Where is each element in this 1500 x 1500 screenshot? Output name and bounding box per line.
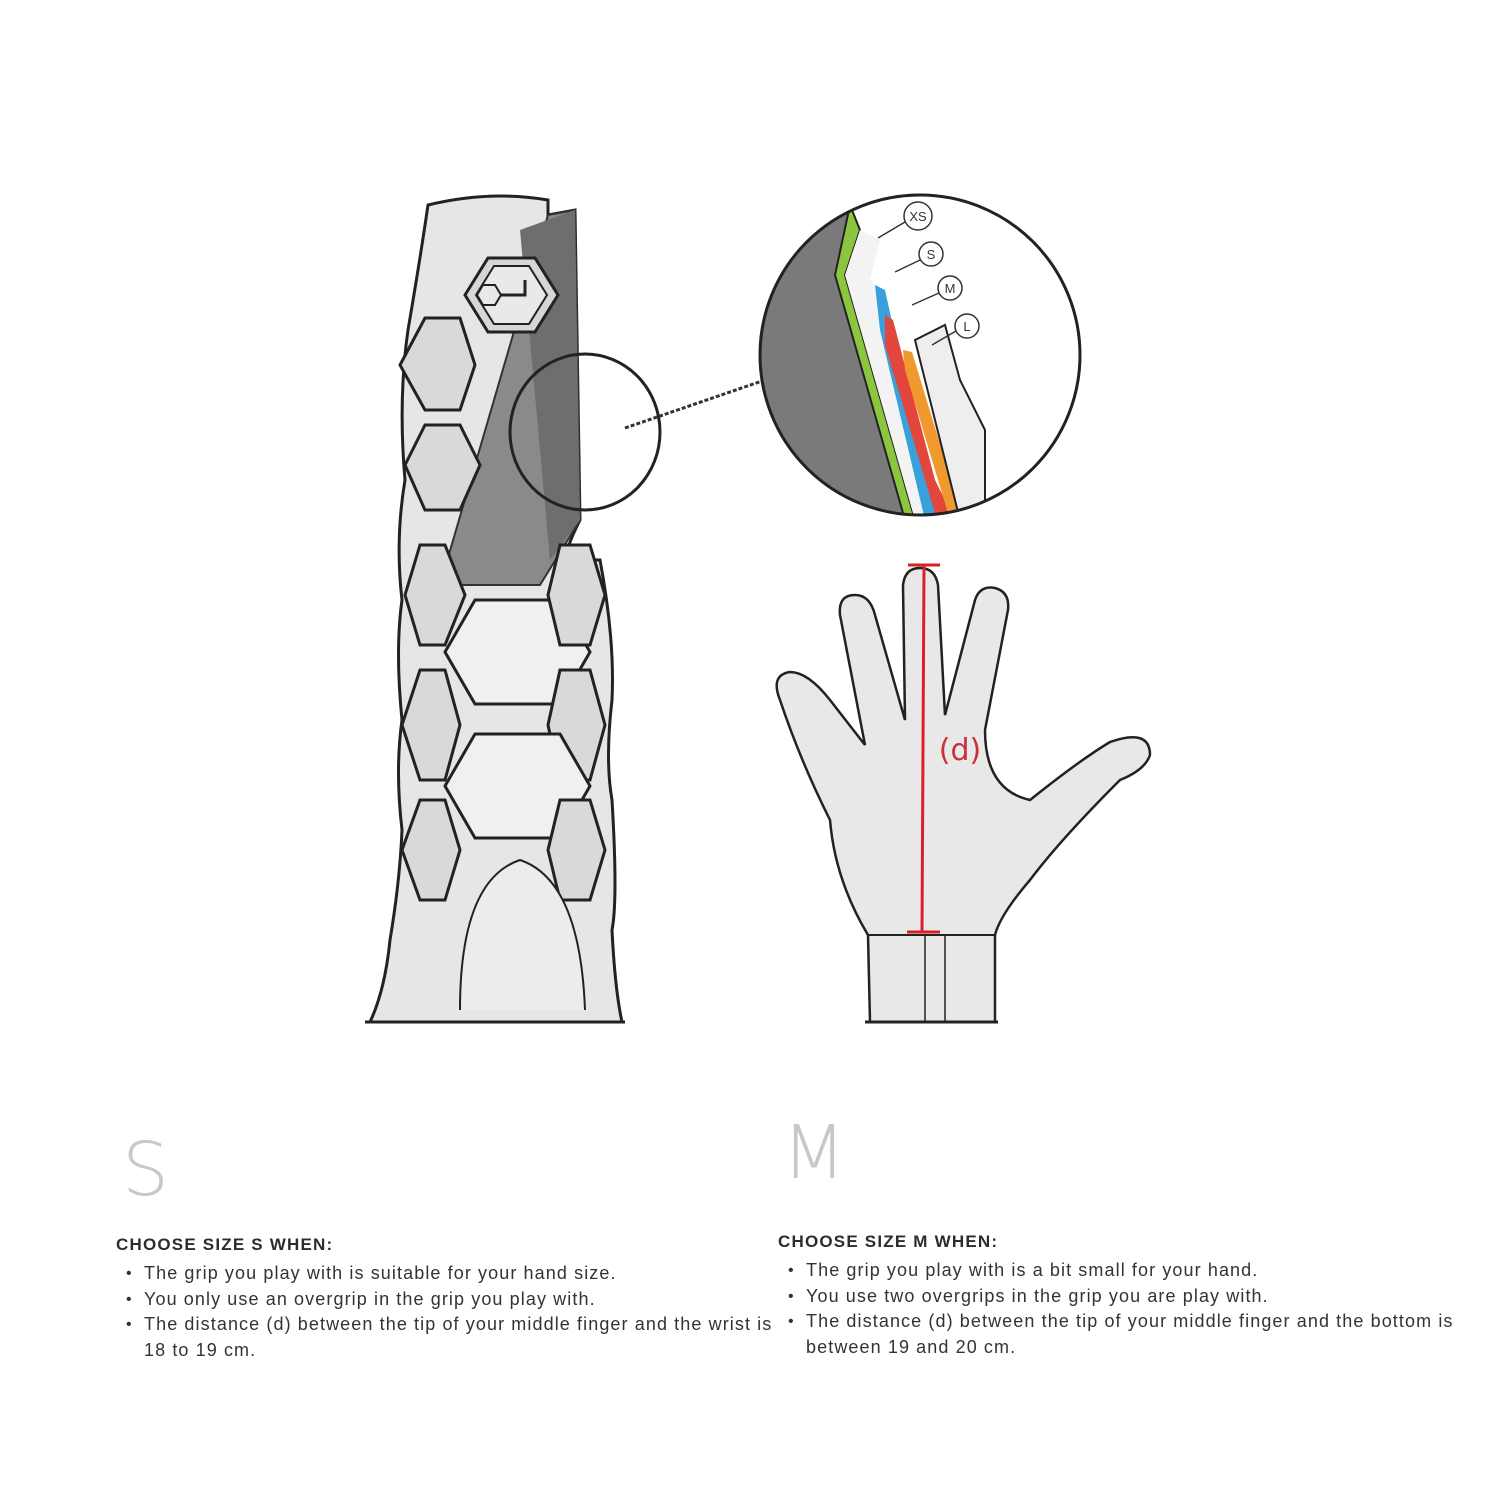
overgrip-layers-zoom: XS S M L [758,193,1082,517]
grip-size-illustration: XS S M L (d) [365,193,1152,1024]
layer-label-m: M [945,281,956,296]
hand-measurement-drawing [775,566,1152,1024]
size-s-section: S CHOOSE SIZE S WHEN: The grip you play … [116,1133,776,1363]
layer-label-l: L [963,319,970,334]
size-m-letter: M [782,1110,846,1196]
list-item: The distance (d) between the tip of your… [116,1312,776,1363]
size-m-section: M CHOOSE SIZE M WHEN: The grip you play … [778,1116,1468,1360]
size-m-criteria-list: The grip you play with is a bit small fo… [778,1258,1468,1360]
measurement-line [907,563,940,934]
size-m-heading: CHOOSE SIZE M WHEN: [778,1232,999,1251]
size-s-criteria-list: The grip you play with is suitable for y… [116,1261,776,1363]
list-item: The grip you play with is suitable for y… [116,1261,776,1287]
size-s-heading: CHOOSE SIZE S WHEN: [116,1235,334,1254]
grip-handle-drawing [365,194,766,1024]
list-item: You use two overgrips in the grip you ar… [778,1284,1468,1310]
size-s-letter: S [122,1127,169,1213]
list-item: The grip you play with is a bit small fo… [778,1258,1468,1284]
measurement-label: (d) [939,733,981,768]
layer-label-s: S [927,247,936,262]
list-item: The distance (d) between the tip of your… [778,1309,1468,1360]
list-item: You only use an overgrip in the grip you… [116,1287,776,1313]
layer-label-xs: XS [909,209,927,224]
